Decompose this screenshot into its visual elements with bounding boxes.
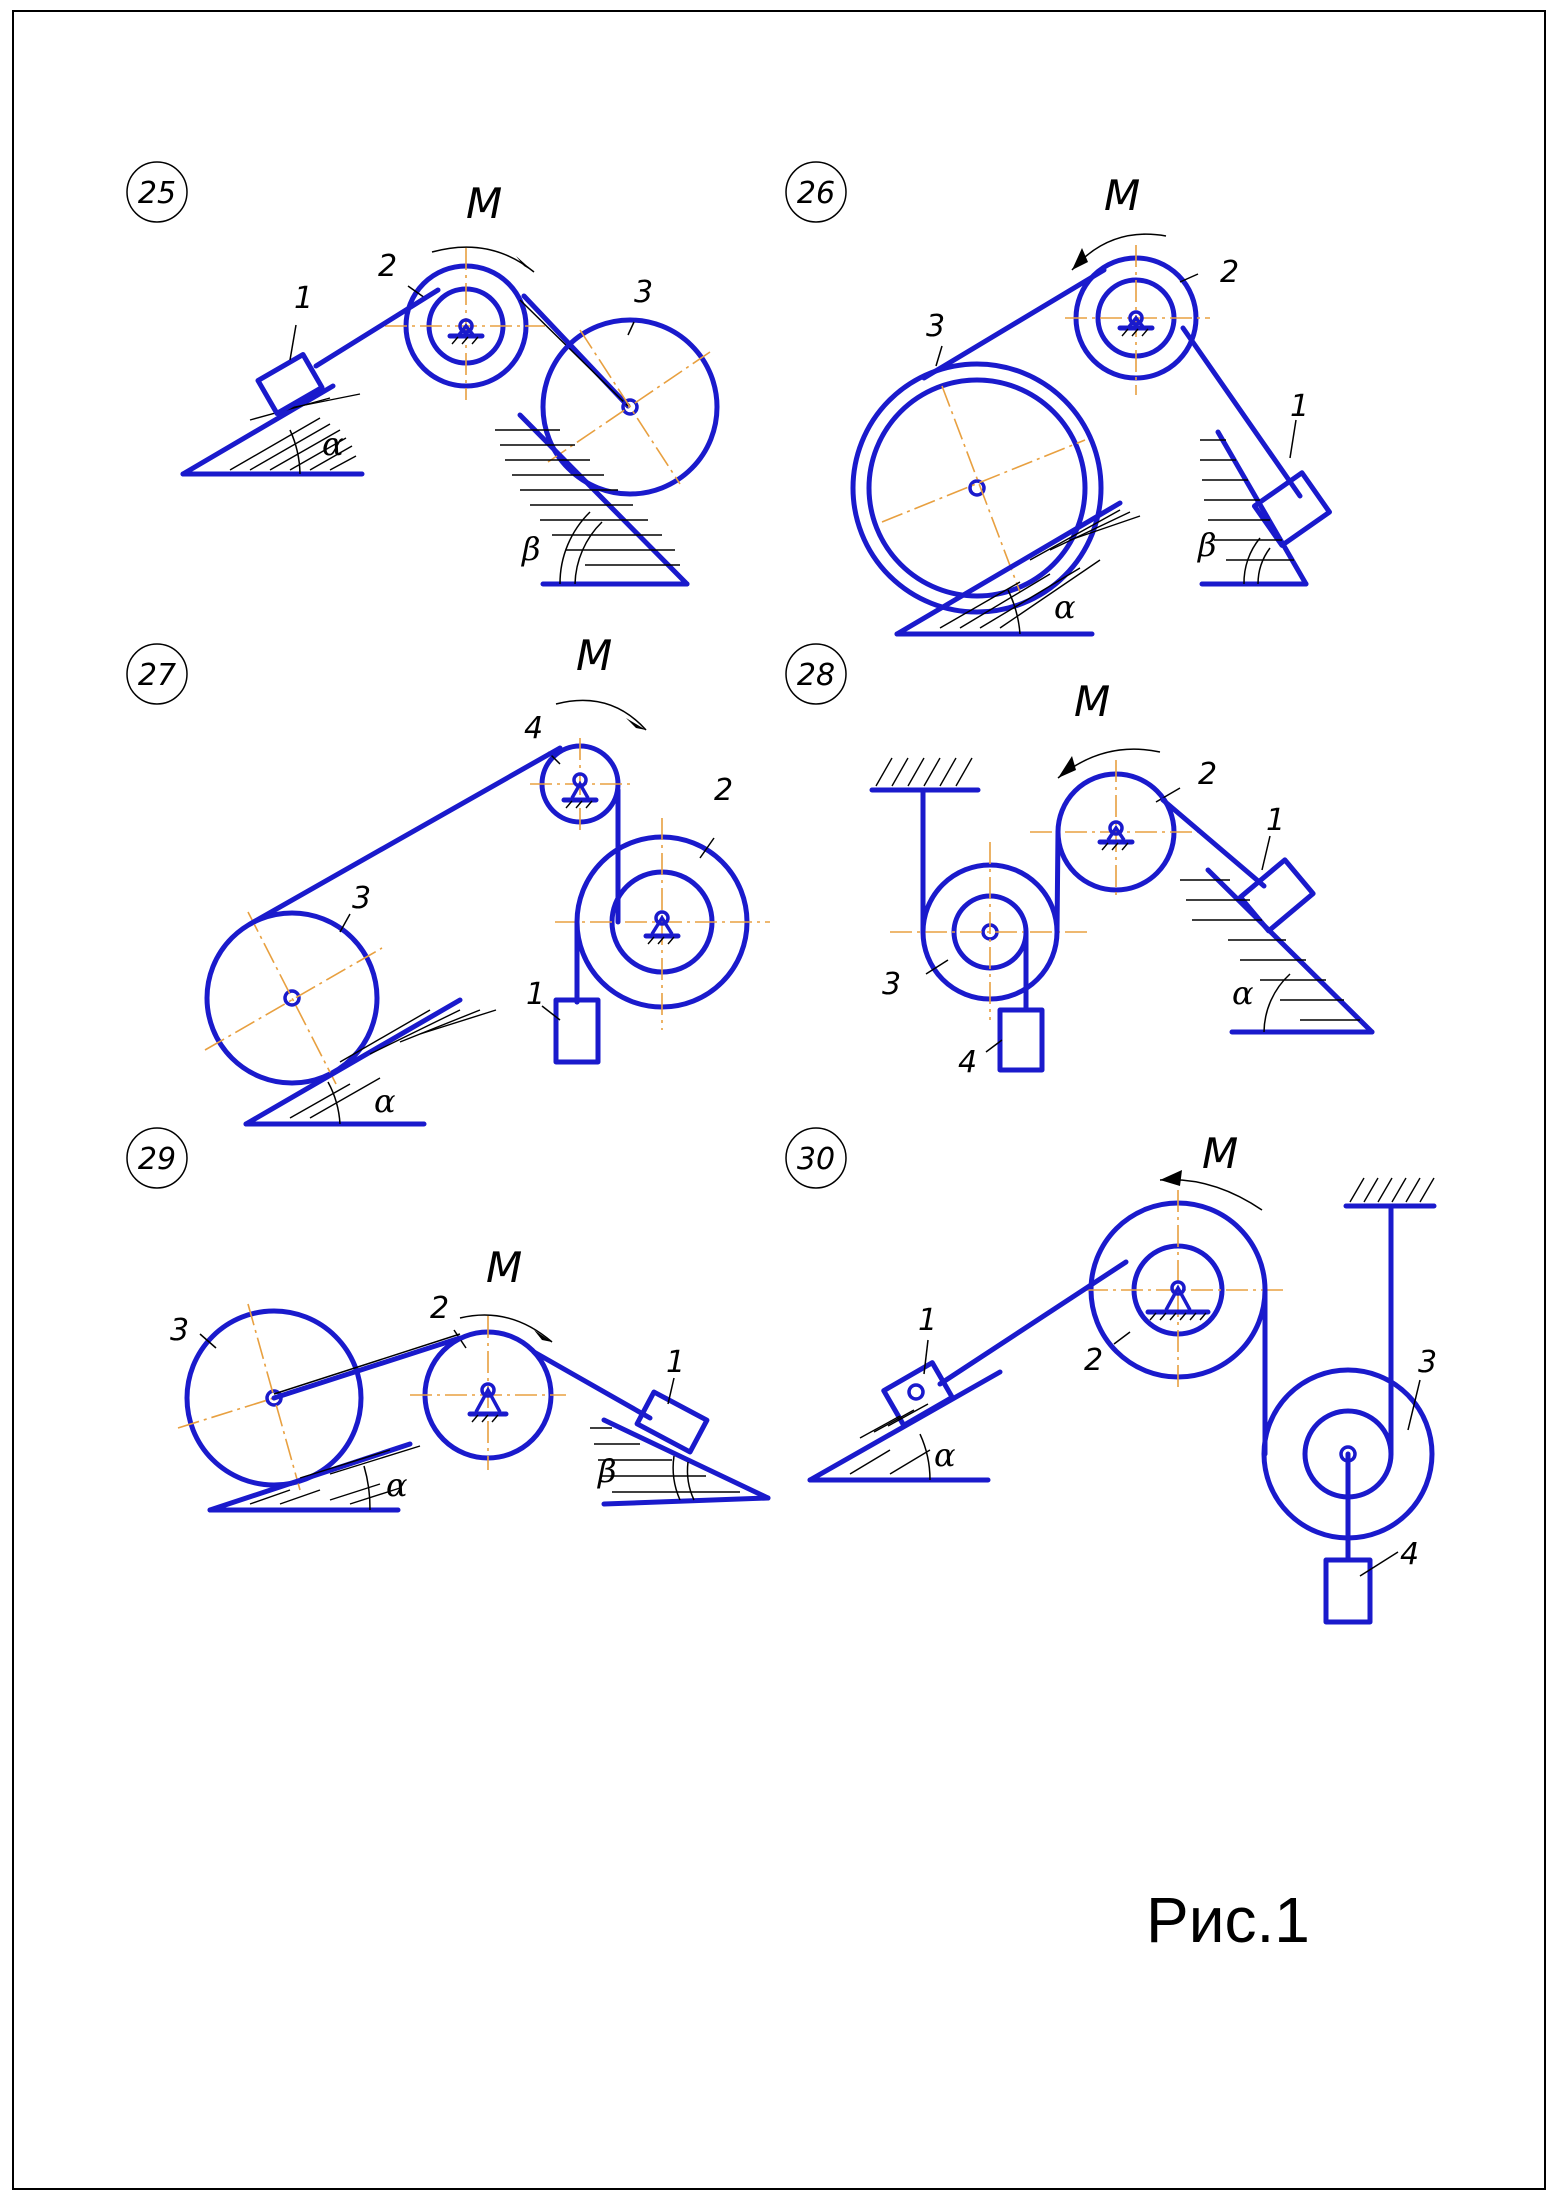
figure-caption: Рис.1 [1146, 1884, 1310, 1956]
angle-beta-label: β [521, 530, 541, 568]
wheel-3 [204, 910, 383, 1086]
block-1 [553, 997, 601, 1065]
problem-number: 28 [797, 658, 835, 693]
incline-beta [1199, 429, 1309, 587]
label-3: 3 [926, 309, 945, 344]
ceiling-support [1343, 1177, 1437, 1209]
angle-alpha-label: α [1232, 974, 1254, 1012]
problem-number-circle [785, 1127, 847, 1189]
problem-number: 26 [797, 176, 835, 211]
angle-beta-label: β [1197, 526, 1217, 564]
angle-alpha-label: α [1054, 588, 1076, 626]
problem-27: 27 4 2 [126, 631, 770, 1127]
problem-number-circle [785, 161, 847, 223]
incline-alpha [1180, 867, 1375, 1035]
block-1 [634, 1389, 710, 1455]
moment-label: M [1104, 171, 1140, 220]
label-2: 2 [1084, 1343, 1103, 1378]
moment-label: M [576, 631, 612, 680]
incline-beta [495, 412, 690, 587]
block-1 [255, 352, 325, 416]
label-3: 3 [634, 275, 653, 310]
label-4: 4 [958, 1045, 977, 1080]
label-4: 4 [524, 711, 543, 746]
problem-30: 30 2 3 [785, 1127, 1437, 1625]
incline-beta [590, 1417, 771, 1507]
angle-alpha-label: α [374, 1082, 396, 1120]
angle-alpha-label: α [322, 425, 344, 463]
problem-number-circle [126, 1127, 188, 1189]
pulley-2 [385, 248, 545, 400]
label-2: 2 [430, 1291, 449, 1326]
incline-alpha [894, 500, 1141, 637]
label-3: 3 [170, 1313, 189, 1348]
page-frame [12, 10, 1546, 2190]
angle-alpha-label: α [934, 1436, 956, 1474]
moment-label: M [486, 1243, 522, 1292]
label-1: 1 [666, 1345, 685, 1380]
angle-beta-label: β [597, 1452, 617, 1490]
problem-number-circle [785, 643, 847, 705]
pulley-2 [1086, 1190, 1284, 1390]
problem-29: 29 3 2 1 [126, 1127, 771, 1513]
label-1: 1 [526, 977, 545, 1012]
pulley-2 [555, 818, 770, 1030]
problem-number: 30 [797, 1142, 835, 1177]
problem-26: 26 2 3 1 [785, 161, 1332, 637]
problem-number: 27 [138, 658, 176, 693]
ceiling-support [869, 757, 981, 793]
pulley-2 [1065, 245, 1210, 395]
problem-25: 25 α 1 2 [126, 161, 720, 587]
incline-alpha [243, 997, 497, 1127]
label-2: 2 [714, 773, 733, 808]
incline-alpha [207, 1441, 421, 1513]
label-2: 2 [378, 249, 397, 284]
pulley-2 [410, 1316, 566, 1470]
label-2: 2 [1220, 255, 1239, 290]
pulley-4 [530, 738, 632, 830]
label-1: 1 [1266, 803, 1285, 838]
moment-label: M [1202, 1129, 1238, 1178]
problem-28: 28 2 3 [785, 643, 1375, 1080]
problem-number: 25 [138, 176, 176, 211]
block-1 [1251, 470, 1332, 548]
block-4 [1323, 1557, 1373, 1625]
label-2: 2 [1198, 757, 1217, 792]
incline-alpha [807, 1369, 1003, 1483]
wheel-3 [540, 317, 720, 497]
problem-number-circle [126, 161, 188, 223]
label-3: 3 [352, 881, 371, 916]
label-1: 1 [918, 1303, 937, 1338]
angle-alpha-label: α [386, 1466, 408, 1504]
moment-label: M [1074, 677, 1110, 726]
label-3: 3 [882, 967, 901, 1002]
wheel-3 [850, 361, 1104, 615]
label-3: 3 [1418, 1345, 1437, 1380]
problem-number: 29 [138, 1142, 176, 1177]
label-1: 1 [294, 281, 313, 316]
incline-alpha [180, 383, 365, 477]
block-4 [997, 1007, 1045, 1073]
moment-label: M [466, 179, 502, 228]
label-1: 1 [1290, 389, 1309, 424]
label-4: 4 [1400, 1537, 1419, 1572]
problem-number-circle [126, 643, 188, 705]
